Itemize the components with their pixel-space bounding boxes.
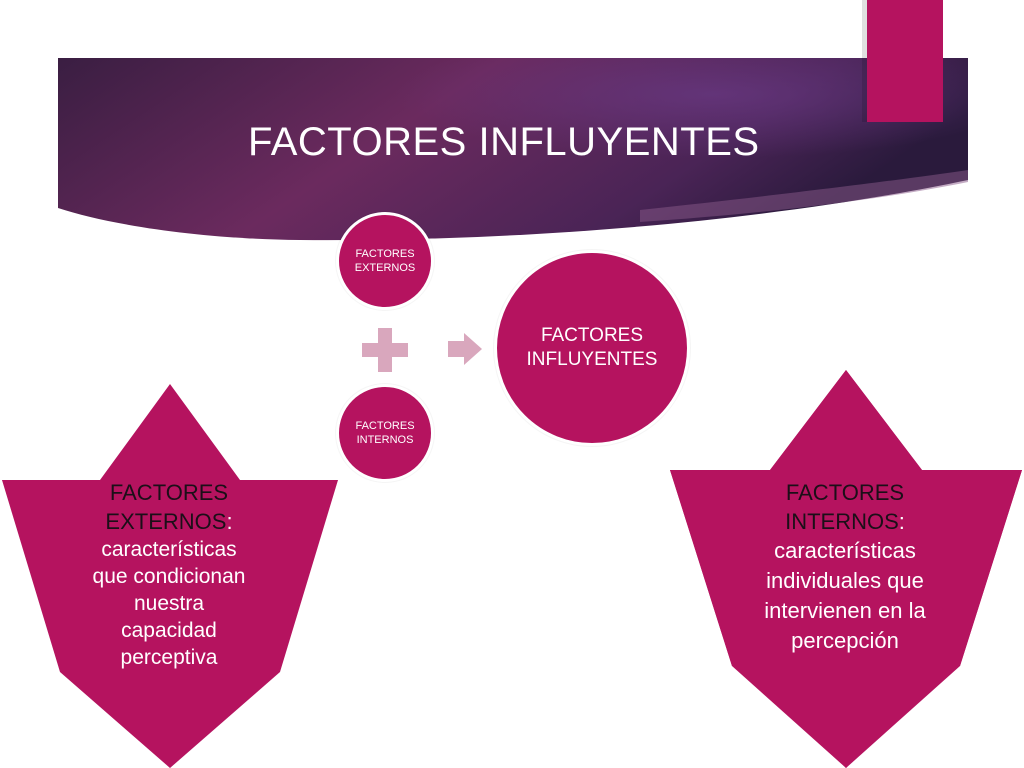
circle-factores-internos: FACTORES INTERNOS: [336, 384, 434, 482]
star-right-heading: FACTORES INTERNOS: [785, 480, 905, 534]
star-left-body: características que condicionan nuestra …: [92, 538, 246, 669]
circle-result-label: FACTORES INFLUYENTES: [526, 325, 658, 370]
circle-factores-influyentes: FACTORES INFLUYENTES: [494, 250, 690, 446]
circle-factores-externos: FACTORES EXTERNOS: [336, 212, 434, 310]
plus-icon: [362, 328, 408, 372]
circle-externos-label: FACTORES EXTERNOS: [354, 248, 416, 274]
star-right-text: FACTORES INTERNOS: características indiv…: [720, 478, 970, 656]
circle-internos-label: FACTORES INTERNOS: [355, 420, 415, 446]
star-left-colon: :: [226, 509, 233, 534]
star-left-text: FACTORES EXTERNOS: características que c…: [58, 478, 280, 671]
star-factores-internos: [670, 370, 1022, 768]
star-factores-externos: [1, 384, 339, 768]
star-right-colon: :: [898, 509, 905, 534]
accent-tab: [862, 0, 943, 122]
arrow-right-icon: [448, 333, 482, 365]
title-banner: [58, 58, 968, 241]
star-left-heading: FACTORES EXTERNOS: [105, 480, 229, 534]
slide-title: FACTORES INFLUYENTES: [248, 120, 760, 164]
star-right-body: características individuales que intervi…: [764, 538, 926, 653]
